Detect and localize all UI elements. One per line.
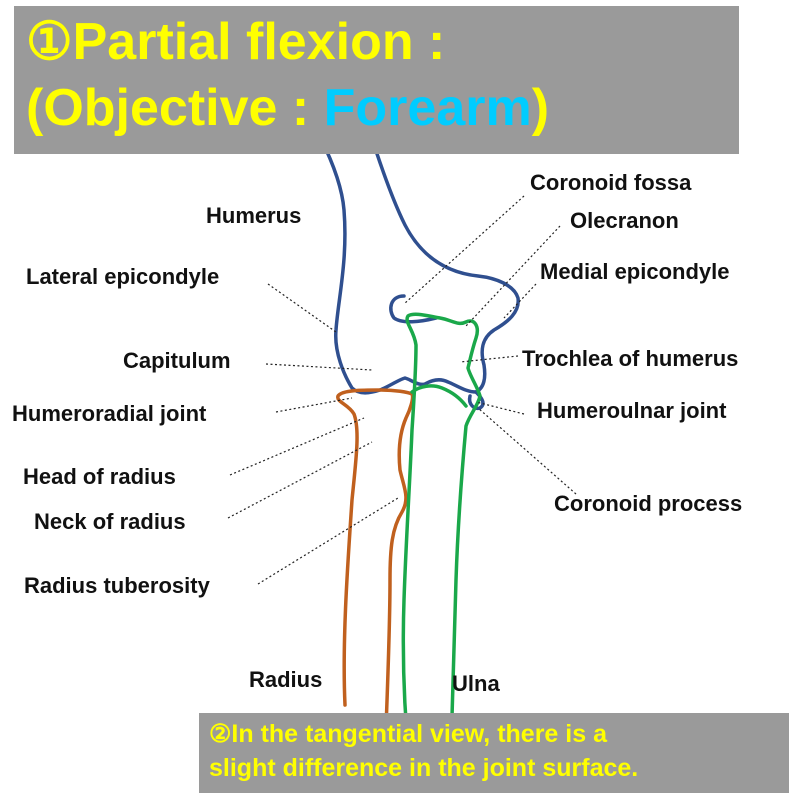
title-accent-word: Forearm [323,79,532,137]
humerus-outline [256,28,520,395]
label-coronoid-process: Coronoid process [554,491,743,516]
label-radius-tuberosity: Radius tuberosity [24,573,210,598]
leader-medial-epicondyle [503,283,537,319]
title-line-2-prefix: (Objective : [26,79,324,137]
label-humerus: Humerus [206,203,302,228]
label-olecranon: Olecranon [570,208,679,233]
ulna-joint-curve [410,384,468,408]
label-medial-epicondyle: Medial epicondyle [540,259,730,284]
humerus-fossa-notch [389,294,438,324]
label-capitulum: Capitulum [123,348,231,373]
leader-coronoid-process [477,407,577,495]
title-line-2: (Objective : Forearm) [26,78,549,138]
label-trochlea-of-humerus: Trochlea of humerus [522,346,739,371]
title-line-1: ①Partial flexion : [26,13,446,71]
note-line-1: ②In the tangential view, there is a [209,720,607,748]
radius-outline [336,388,415,787]
leader-lateral-epicondyle [267,283,337,333]
leader-humeroulnar-joint [475,401,525,415]
label-coronoid-fossa: Coronoid fossa [530,170,692,195]
label-radius: Radius [249,667,323,692]
title-line-2-suffix: ) [531,79,550,137]
leader-head-of-radius [229,417,365,476]
note-banner: ②In the tangential view, there is a slig… [199,713,789,793]
leader-olecranon [465,225,561,327]
label-neck-of-radius: Neck of radius [34,509,186,534]
leader-humeroradial-joint [275,397,353,413]
label-ulna: Ulna [452,671,500,696]
leader-neck-of-radius [227,441,373,519]
leader-capitulum [265,363,373,371]
ulna-outline [401,312,482,787]
label-humeroulnar-joint: Humeroulnar joint [537,398,727,423]
label-lateral-epicondyle: Lateral epicondyle [26,264,220,289]
title-banner: ①Partial flexion : (Objective : Forearm) [14,6,739,154]
label-head-of-radius: Head of radius [23,464,176,489]
label-humeroradial-joint: Humeroradial joint [12,401,207,426]
note-line-2: slight difference in the joint surface. [209,754,639,782]
leader-trochlea [459,355,519,363]
leader-radius-tuberosity [257,497,399,585]
